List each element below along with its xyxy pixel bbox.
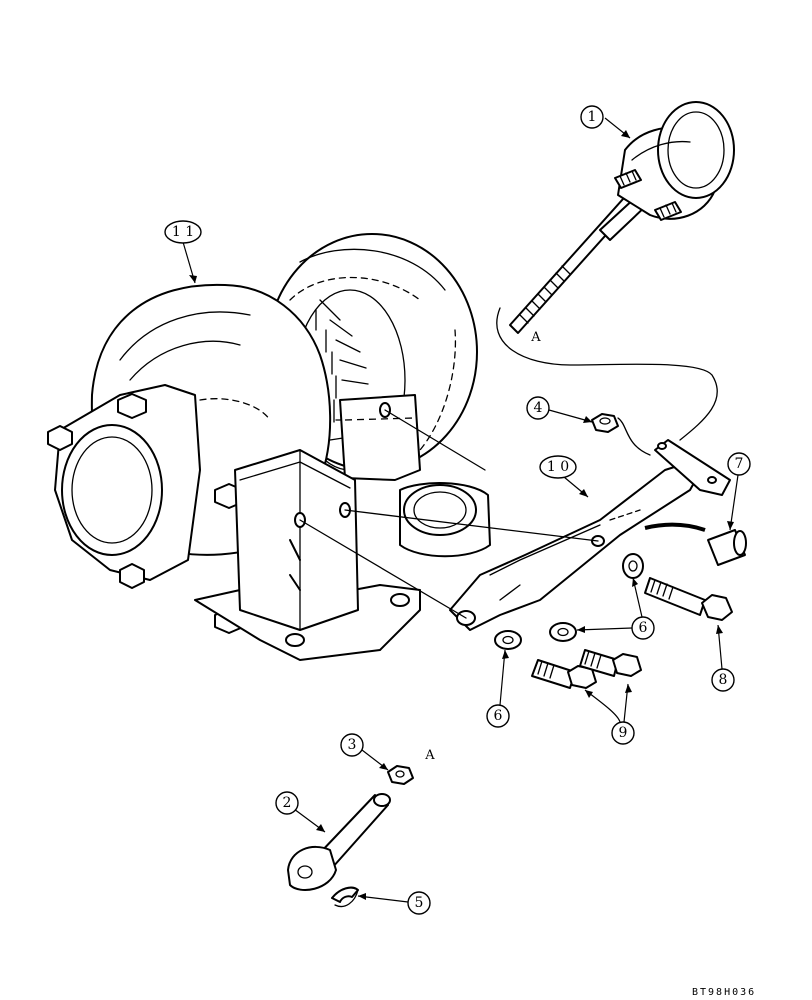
callout-11: 1 1 [164,220,202,284]
callout-1: 1 [580,105,631,139]
bolt-9-b [579,649,642,677]
bolt-8 [644,577,733,621]
callout-label-3: 3 [348,737,357,753]
callout-8: 8 [711,624,735,692]
nut-4 [591,413,619,433]
reference-a-top: A [530,330,541,345]
callout-9: 9 [584,683,635,745]
callout-6a: 6 [576,577,655,640]
bolt-9-a [531,659,597,689]
callout-3: 3 [340,733,389,771]
bolt-alignment-line-2 [344,509,599,542]
callout-label-7: 7 [735,456,744,472]
callout-4: 4 [526,396,593,423]
callout-10: 1 0 [539,455,589,498]
callout-label-9: 9 [619,725,628,741]
callout-label-10: 1 0 [547,459,569,475]
bolt-alignment-line-3 [384,409,486,471]
routing-line-a [496,307,718,441]
bracket [449,439,731,631]
turbocharger-assembly [47,233,491,661]
callout-label-2: 2 [283,795,292,811]
routing-line-nut [617,417,651,456]
callout-label-6b: 6 [494,708,503,724]
callout-2: 2 [275,791,326,833]
callout-7: 7 [727,452,751,531]
clevis-pin [287,793,391,891]
callout-6b: 6 [486,649,510,728]
wastegate-actuator [509,101,735,334]
callout-label-5: 5 [415,895,424,911]
bolt-alignment-line-1 [299,519,467,619]
callout-label-1: 1 [588,109,597,125]
callout-label-4: 4 [534,400,543,416]
callout-label-6a: 6 [639,620,648,636]
callout-5: 5 [357,891,431,915]
e-clip [331,886,359,908]
reference-a-bottom: A [424,748,435,763]
drawing-code: BT98H036 [692,987,756,998]
callout-label-11: 1 1 [172,224,194,240]
nut-3 [387,765,414,785]
callout-label-8: 8 [719,672,728,688]
spacer [707,529,747,566]
